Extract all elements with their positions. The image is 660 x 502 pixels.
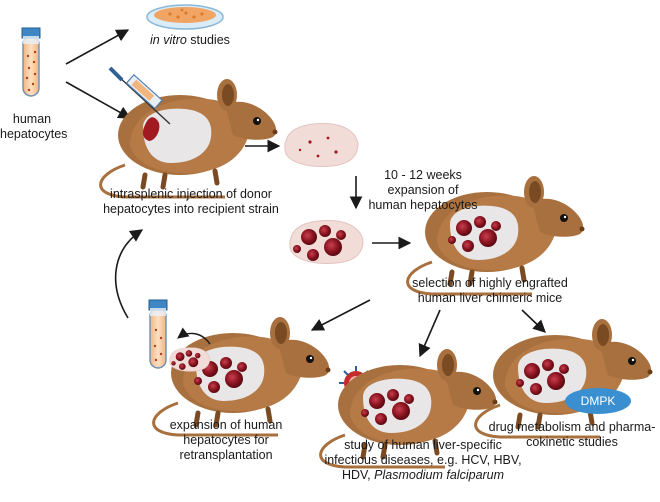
cell-tube-human-hepatocytes xyxy=(21,27,41,97)
label-expansion-weeks: 10 - 12 weeks expansion of human hepatoc… xyxy=(368,168,478,212)
label-plasmodium: Plasmodium falciparum xyxy=(374,468,505,482)
label-in-vitro: in vitro xyxy=(150,33,187,47)
mouse-recipient xyxy=(101,79,278,197)
dmpk-badge: DMPK xyxy=(565,388,631,414)
arrow-to-injection xyxy=(65,81,132,119)
cell-tube-retransplant xyxy=(148,299,168,369)
arrow-to-small-tube xyxy=(177,327,211,345)
label-study-line1: study of human liver-specific xyxy=(344,438,502,452)
label-in-vitro-studies: in vitro studies xyxy=(150,33,230,48)
petri-dish-icon xyxy=(146,4,224,30)
label-drug-metabolism: drug metabolism and pharma- cokinetic st… xyxy=(488,420,656,449)
arrow-to-expansion xyxy=(310,299,371,331)
label-expansion-retransplant: expansion of human hepatocytes for retra… xyxy=(169,418,283,462)
label-study-line3: HDV, Plasmodium falciparum xyxy=(323,468,523,483)
label-study-line2: infectious diseases, e.g. HCV, HBV, xyxy=(324,453,522,467)
syringe-icon xyxy=(108,66,171,125)
label-infection-study: study of human liver-specific infectious… xyxy=(323,438,523,483)
label-studies: studies xyxy=(186,33,230,47)
arrow-to-study xyxy=(418,309,441,358)
label-injection: intrasplenic injection of donor hepatocy… xyxy=(103,187,279,216)
label-selection: selection of highly engrafted human live… xyxy=(412,276,568,305)
arrow-loop-back xyxy=(114,229,144,319)
liver-early xyxy=(284,123,359,167)
label-hdv: HDV, xyxy=(341,468,375,482)
arrow-to-in-vitro xyxy=(65,29,130,65)
liver-engrafted xyxy=(289,220,364,264)
liver-small xyxy=(169,347,211,372)
arrow-to-drug xyxy=(521,309,546,333)
label-human-hepatocytes: human hepatocytes xyxy=(0,112,68,141)
